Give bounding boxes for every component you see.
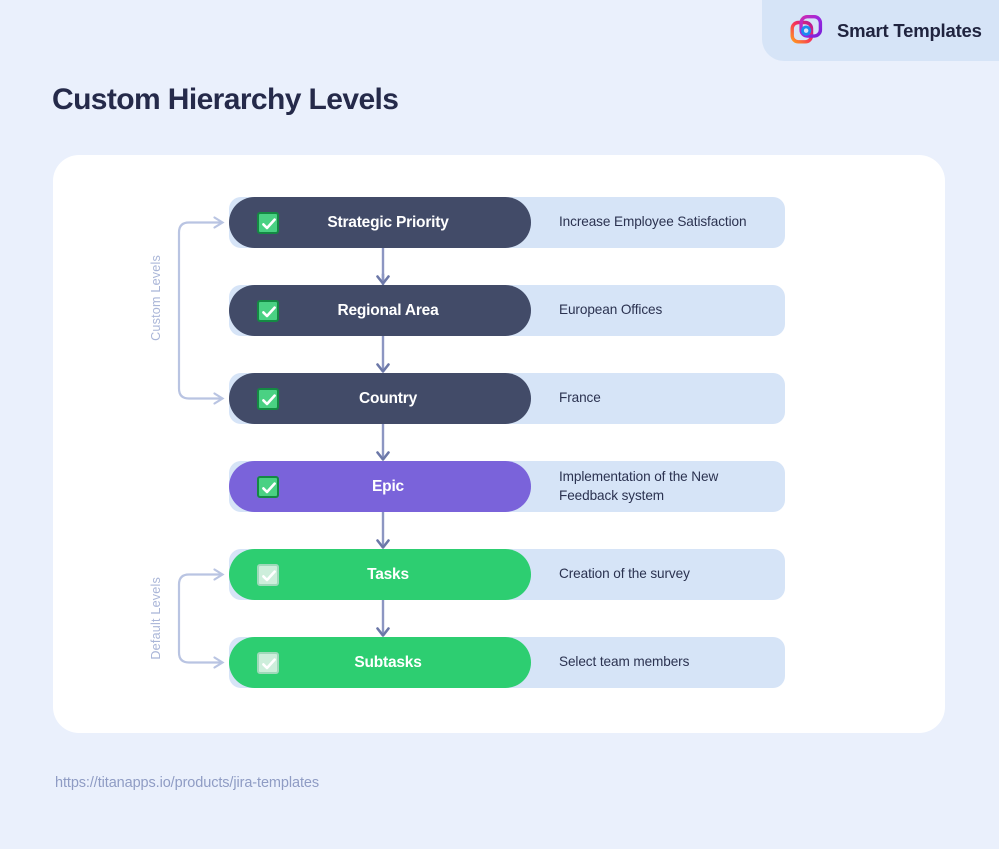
checkbox-checked-icon[interactable] bbox=[257, 651, 279, 674]
footer-url[interactable]: https://titanapps.io/products/jira-templ… bbox=[55, 775, 319, 791]
row-level-pill[interactable]: Tasks bbox=[229, 549, 531, 600]
arrow-down-4 bbox=[376, 512, 390, 549]
row-value: France bbox=[559, 390, 601, 406]
page-title: Custom Hierarchy Levels bbox=[52, 83, 399, 116]
row-level-pill[interactable]: Epic bbox=[229, 461, 531, 512]
bracket-default-levels bbox=[177, 568, 225, 669]
row-level-pill[interactable]: Regional Area bbox=[229, 285, 531, 336]
group-label-default-levels: Default Levels bbox=[149, 577, 163, 660]
group-label-custom-levels: Custom Levels bbox=[149, 255, 163, 341]
row-level-label: Epic bbox=[372, 477, 404, 495]
hierarchy-row[interactable]: Implementation of the New Feedback syste… bbox=[229, 461, 785, 512]
hierarchy-row[interactable]: Creation of the survey Tasks bbox=[229, 549, 785, 600]
hierarchy-row[interactable]: Increase Employee Satisfaction Strategic… bbox=[229, 197, 785, 248]
hierarchy-row[interactable]: Select team members Subtasks bbox=[229, 637, 785, 688]
checkbox-checked-icon[interactable] bbox=[257, 563, 279, 586]
row-value: Implementation of the New Feedback syste… bbox=[559, 469, 719, 503]
brand-badge: Smart Templates bbox=[762, 0, 999, 61]
bracket-custom-levels bbox=[177, 216, 225, 405]
checkbox-checked-icon[interactable] bbox=[257, 299, 279, 322]
row-level-label: Strategic Priority bbox=[327, 213, 449, 231]
row-level-label: Tasks bbox=[367, 565, 409, 583]
row-level-pill[interactable]: Country bbox=[229, 373, 531, 424]
row-level-pill[interactable]: Strategic Priority bbox=[229, 197, 531, 248]
checkbox-checked-icon[interactable] bbox=[257, 387, 279, 410]
smart-templates-logo-icon bbox=[790, 14, 823, 44]
hierarchy-row[interactable]: France Country bbox=[229, 373, 785, 424]
hierarchy-diagram: Custom Levels Default Levels Increase Em… bbox=[53, 155, 945, 733]
row-level-label: Subtasks bbox=[354, 653, 422, 671]
arrow-down-2 bbox=[376, 336, 390, 373]
row-level-pill[interactable]: Subtasks bbox=[229, 637, 531, 688]
arrow-down-3 bbox=[376, 424, 390, 461]
checkbox-checked-icon[interactable] bbox=[257, 211, 279, 234]
row-value: Select team members bbox=[559, 654, 690, 670]
hierarchy-row[interactable]: European Offices Regional Area bbox=[229, 285, 785, 336]
row-value: European Offices bbox=[559, 302, 663, 318]
checkbox-checked-icon[interactable] bbox=[257, 475, 279, 498]
row-value: Creation of the survey bbox=[559, 566, 690, 582]
hierarchy-card: Custom Levels Default Levels Increase Em… bbox=[53, 155, 945, 733]
arrow-down-5 bbox=[376, 600, 390, 637]
row-level-label: Country bbox=[358, 389, 417, 407]
row-value: Increase Employee Satisfaction bbox=[559, 214, 747, 230]
row-level-label: Regional Area bbox=[337, 301, 439, 319]
brand-name: Smart Templates bbox=[837, 19, 982, 41]
arrow-down-1 bbox=[376, 248, 390, 285]
